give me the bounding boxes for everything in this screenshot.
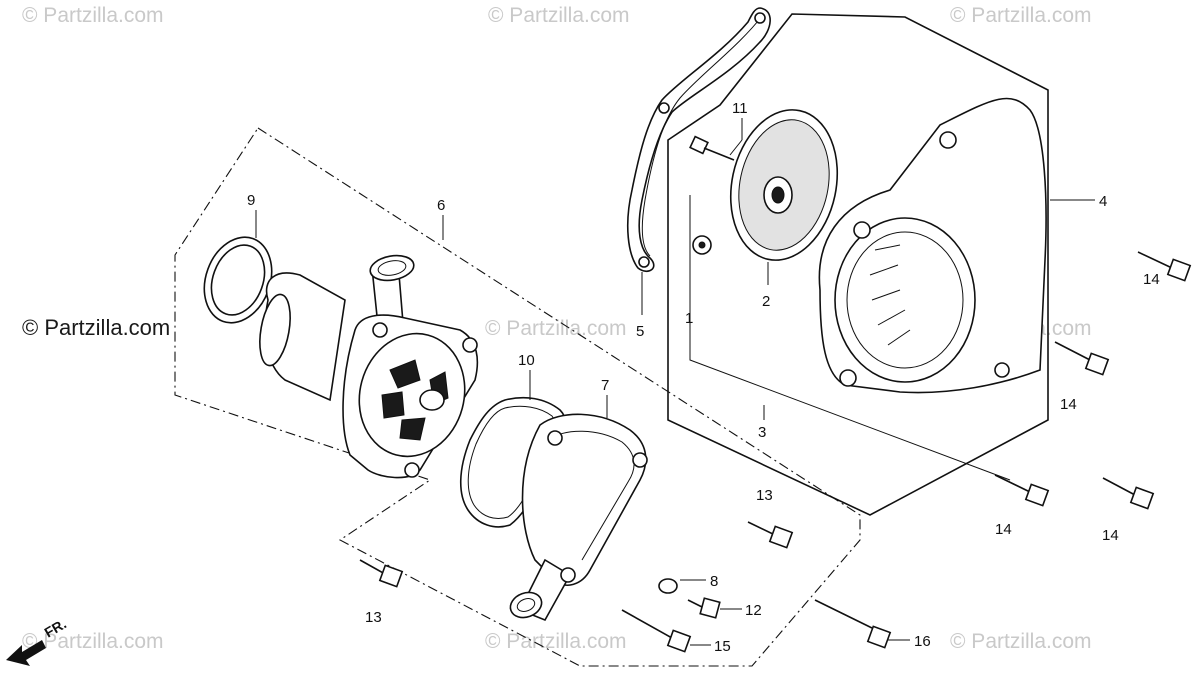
leader-lines: [255, 118, 1095, 646]
watermark-layer: © Partzilla.com © Partzilla.com © Partzi…: [22, 4, 1092, 653]
watermark-main: © Partzilla.com: [22, 315, 170, 340]
bolt-part-13-lower: [359, 559, 404, 588]
bolt-part-14-a: [1137, 251, 1192, 282]
watermark: © Partzilla.com: [485, 317, 627, 340]
watermark: © Partzilla.com: [22, 4, 164, 27]
callout-7[interactable]: 7: [601, 377, 609, 394]
callout-3[interactable]: 3: [758, 424, 766, 441]
callout-14-b[interactable]: 14: [1060, 396, 1077, 413]
sub-bracket-1-2: [689, 195, 1011, 481]
callout-2[interactable]: 2: [762, 293, 770, 310]
callout-labels: 9 6 10 7 11 4 5 1 2 3 13 13 14 14 14 14 …: [247, 100, 1160, 655]
bolt-part-11: [689, 135, 735, 161]
callout-5[interactable]: 5: [636, 323, 644, 340]
washer-part-8: [658, 578, 678, 594]
washer-part-1-hole: [698, 241, 706, 249]
callout-8[interactable]: 8: [710, 573, 718, 590]
callout-6[interactable]: 6: [437, 197, 445, 214]
callout-11[interactable]: 11: [732, 100, 748, 117]
callout-14-c[interactable]: 14: [995, 521, 1012, 538]
pump-cover-part-7: [509, 413, 648, 622]
bolt-part-15: [621, 609, 692, 653]
bolt-part-16: [814, 599, 892, 649]
impeller-blades: [381, 359, 449, 441]
watermark: © Partzilla.com: [485, 630, 627, 653]
bolt-part-14-b: [1054, 341, 1110, 376]
assembly-outline-6: [174, 127, 861, 667]
assembly-outline-3: [667, 13, 1049, 516]
bolt-part-14-d: [1102, 477, 1155, 510]
watermark: © Partzilla.com: [488, 4, 630, 27]
front-arrow-icon: [6, 640, 46, 666]
callout-9[interactable]: 9: [247, 192, 255, 209]
callout-12[interactable]: 12: [745, 602, 762, 619]
callout-10[interactable]: 10: [518, 352, 535, 369]
impeller-plate-part-2: [729, 109, 839, 261]
water-pump-part-6: [259, 254, 479, 479]
callout-16[interactable]: 16: [914, 633, 931, 650]
callout-13-upper[interactable]: 13: [756, 487, 773, 504]
callout-1[interactable]: 1: [685, 310, 693, 327]
o-ring-part-9: [203, 236, 273, 324]
watermark: © Partzilla.com: [950, 630, 1092, 653]
cover-part-4: [818, 97, 1047, 394]
watermark: © Partzilla.com: [22, 630, 164, 653]
callout-15[interactable]: 15: [714, 638, 731, 655]
watermark: © Partzilla.com: [950, 4, 1092, 27]
callout-4[interactable]: 4: [1099, 193, 1107, 210]
bolt-part-14-c: [994, 474, 1050, 507]
bolt-part-12: [687, 597, 721, 619]
callout-14-d[interactable]: 14: [1102, 527, 1119, 544]
gasket-part-5: [626, 7, 771, 273]
callout-14-a[interactable]: 14: [1143, 271, 1160, 288]
callout-13-lower[interactable]: 13: [365, 609, 382, 626]
bolt-part-13-upper: [747, 521, 794, 549]
